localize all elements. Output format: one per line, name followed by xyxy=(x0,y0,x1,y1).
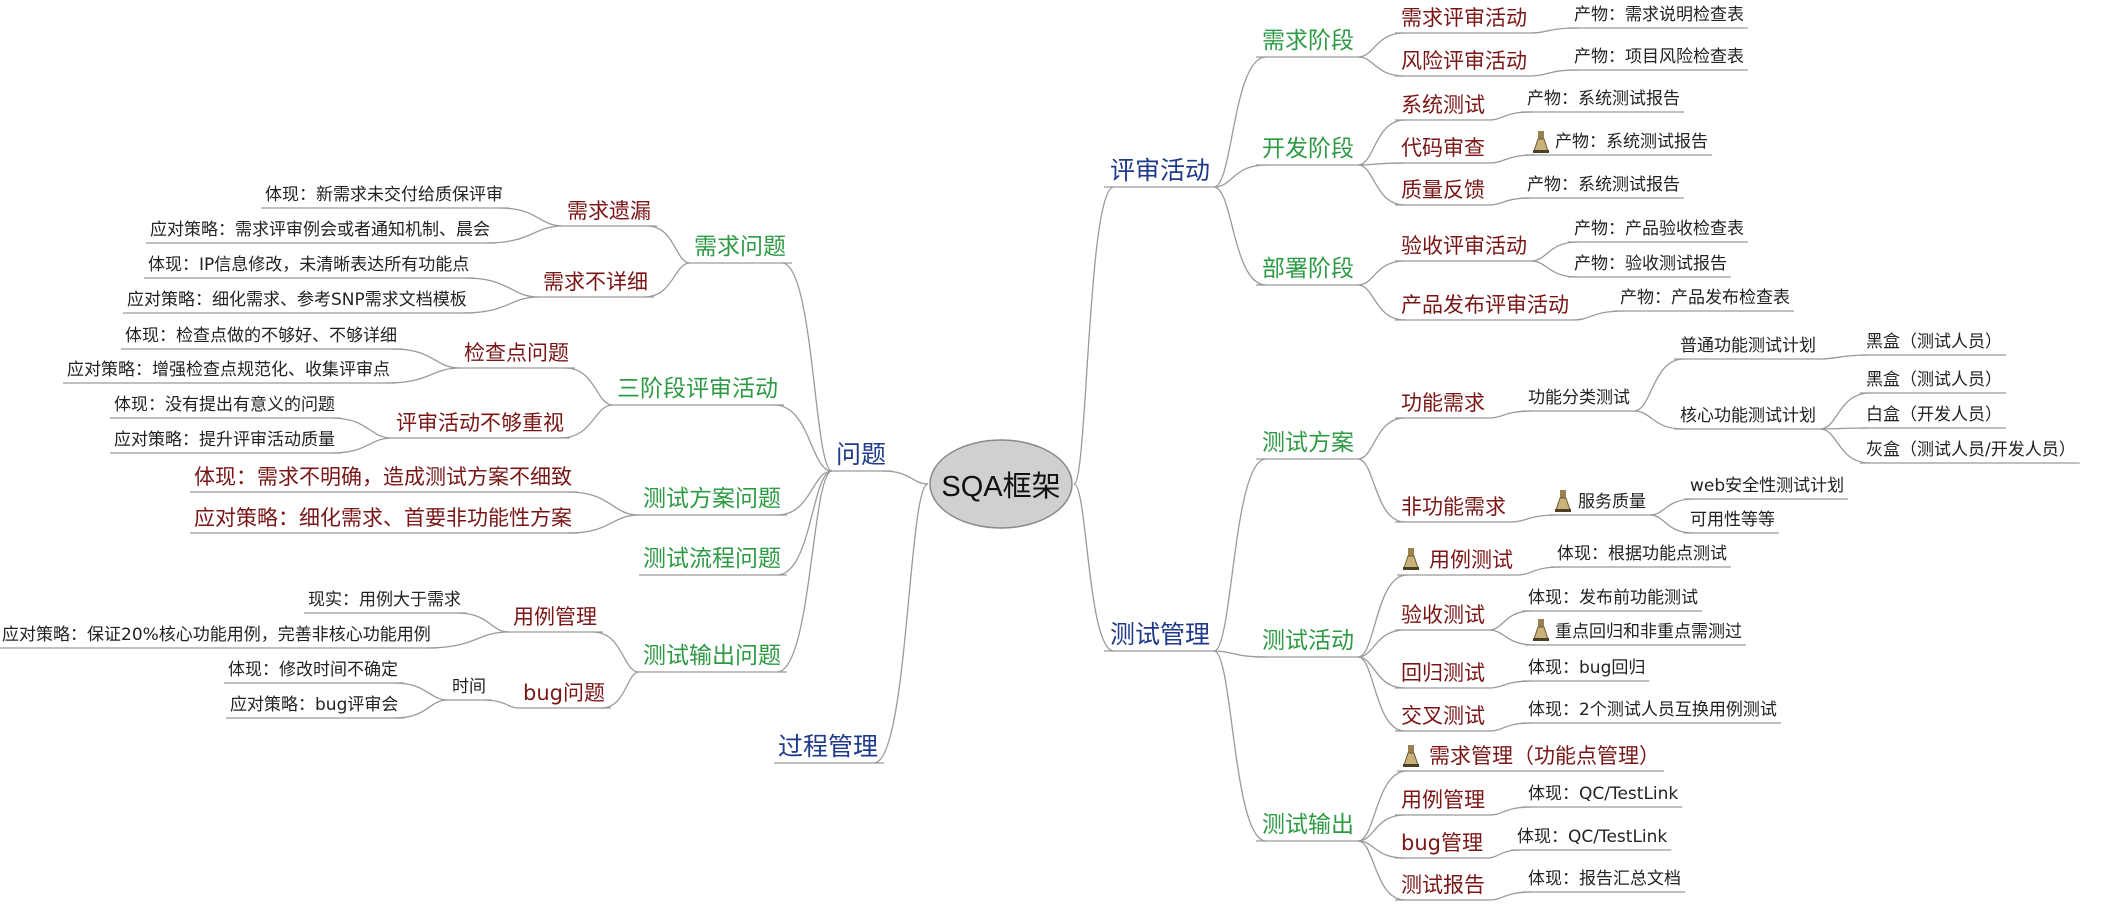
leaf-detail-b: 应对策略：细化需求、参考SNP需求文档模板 xyxy=(127,290,467,310)
node-plan-issue[interactable]: 测试方案问题 xyxy=(643,486,781,512)
node-case-mgmt[interactable]: 用例管理 xyxy=(1401,788,1485,812)
leaf-usability: 可用性等等 xyxy=(1690,510,1775,530)
node-report[interactable]: 测试报告 xyxy=(1401,873,1485,897)
node-case-mgmt-issue[interactable]: 用例管理 xyxy=(513,605,597,629)
node-detail[interactable]: 需求不详细 xyxy=(543,270,648,294)
leaf-plan-issue-b: 应对策略：细化需求、首要非功能性方案 xyxy=(194,506,572,530)
node-bug-mgmt[interactable]: bug管理 xyxy=(1401,831,1483,855)
node-accept-test[interactable]: 验收测试 xyxy=(1401,603,1485,627)
node-sys-test[interactable]: 系统测试 xyxy=(1401,93,1485,117)
root-ellipse xyxy=(929,439,1073,529)
leaf-case-b: 应对策略：保证20%核心功能用例，完善非核心功能用例 xyxy=(2,625,431,645)
leaf-quality-fb-out: 产物：系统测试报告 xyxy=(1527,175,1680,195)
node-bug-issue[interactable]: bug问题 xyxy=(523,681,605,705)
flask-icon xyxy=(1533,619,1549,641)
node-flow-issue[interactable]: 测试流程问题 xyxy=(643,546,781,572)
leaf-checkpoint-b: 应对策略：增强检查点规范化、收集评审点 xyxy=(67,360,390,380)
node-review-activity[interactable]: 评审活动 xyxy=(1110,156,1211,185)
node-test-output[interactable]: 测试输出 xyxy=(1262,812,1354,838)
leaf-omission-b: 应对策略：需求评审例会或者通知机制、晨会 xyxy=(150,220,490,240)
leaf-accept-test-out1: 体现：发布前功能测试 xyxy=(1528,588,1698,608)
node-attention[interactable]: 评审活动不够重视 xyxy=(396,411,564,435)
node-req-mgmt[interactable]: 需求管理（功能点管理） xyxy=(1429,744,1660,768)
leaf-accept-out1: 产物：产品验收检查表 xyxy=(1574,219,1744,239)
node-time[interactable]: 时间 xyxy=(452,677,486,697)
node-accept-review[interactable]: 验收评审活动 xyxy=(1401,234,1527,258)
leaf-sys-test-out: 产物：系统测试报告 xyxy=(1527,89,1680,109)
node-test-activity[interactable]: 测试活动 xyxy=(1262,628,1354,654)
leaf-risk-review-out: 产物：项目风险检查表 xyxy=(1574,47,1744,67)
node-cross-test[interactable]: 交叉测试 xyxy=(1401,704,1485,728)
flask-icon xyxy=(1403,745,1419,767)
leaf-case-test-out: 体现：根据功能点测试 xyxy=(1557,544,1727,564)
leaf-case-mgmt-out: 体现：QC/TestLink xyxy=(1528,784,1679,804)
node-review-issue[interactable]: 三阶段评审活动 xyxy=(617,376,778,402)
node-quality-fb[interactable]: 质量反馈 xyxy=(1401,178,1485,202)
node-deploy-stage[interactable]: 部署阶段 xyxy=(1262,256,1354,282)
node-nonfunc-req[interactable]: 非功能需求 xyxy=(1401,495,1506,519)
leaf-core-box3: 灰盒（测试人员/开发人员） xyxy=(1866,440,2076,460)
node-risk-review[interactable]: 风险评审活动 xyxy=(1401,49,1527,73)
node-func-req[interactable]: 功能需求 xyxy=(1401,391,1485,415)
node-req-issue[interactable]: 需求问题 xyxy=(694,234,786,260)
leaf-core-box1: 黑盒（测试人员） xyxy=(1866,370,2002,390)
leaf-code-review-out: 产物：系统测试报告 xyxy=(1555,132,1708,152)
root-label: SQA框架 xyxy=(941,471,1061,503)
node-process-mgmt[interactable]: 过程管理 xyxy=(778,732,879,761)
node-omission[interactable]: 需求遗漏 xyxy=(567,199,651,223)
leaf-accept-test-out2: 重点回归和非重点需测过 xyxy=(1555,622,1742,642)
node-normal-plan[interactable]: 普通功能测试计划 xyxy=(1680,336,1816,356)
node-issues[interactable]: 问题 xyxy=(836,440,887,469)
node-regress-test[interactable]: 回归测试 xyxy=(1401,661,1485,685)
leaf-web-sec: web安全性测试计划 xyxy=(1690,476,1845,496)
leaf-plan-issue-a: 体现：需求不明确，造成测试方案不细致 xyxy=(194,465,572,489)
leaf-core-box2: 白盒（开发人员） xyxy=(1866,405,2002,425)
node-checkpoint[interactable]: 检查点问题 xyxy=(464,341,569,365)
node-release-review[interactable]: 产品发布评审活动 xyxy=(1401,293,1569,317)
leaf-attention-a: 体现：没有提出有意义的问题 xyxy=(114,395,335,415)
leaf-req-review-out: 产物：需求说明检查表 xyxy=(1574,5,1744,25)
flask-icon xyxy=(1533,131,1549,153)
node-code-review[interactable]: 代码审查 xyxy=(1401,136,1485,160)
leaf-accept-out2: 产物：验收测试报告 xyxy=(1574,254,1727,274)
leaf-omission-a: 体现：新需求未交付给质保评审 xyxy=(265,185,503,205)
leaf-report-out: 体现：报告汇总文档 xyxy=(1528,869,1681,889)
flask-icon xyxy=(1403,548,1419,570)
root-node[interactable]: SQA框架 xyxy=(928,438,1074,530)
leaf-case-a: 现实：用例大于需求 xyxy=(308,590,461,610)
leaf-cross-test-out: 体现：2个测试人员互换用例测试 xyxy=(1528,700,1777,720)
leaf-attention-b: 应对策略：提升评审活动质量 xyxy=(114,430,335,450)
node-case-test[interactable]: 用例测试 xyxy=(1429,548,1513,572)
leaf-detail-a: 体现：IP信息修改，未清晰表达所有功能点 xyxy=(148,255,470,275)
leaf-release-out: 产物：产品发布检查表 xyxy=(1620,288,1790,308)
flask-icon xyxy=(1555,490,1571,512)
leaf-bug-mgmt-out: 体现：QC/TestLink xyxy=(1517,827,1668,847)
node-dev-stage[interactable]: 开发阶段 xyxy=(1262,136,1354,162)
node-service-quality[interactable]: 服务质量 xyxy=(1578,492,1646,512)
node-output-issue[interactable]: 测试输出问题 xyxy=(643,643,781,669)
leaf-bug-a: 体现：修改时间不确定 xyxy=(228,660,398,680)
leaf-bug-b: 应对策略：bug评审会 xyxy=(230,695,399,715)
leaf-checkpoint-a: 体现：检查点做的不够好、不够详细 xyxy=(125,326,397,346)
node-req-review[interactable]: 需求评审活动 xyxy=(1401,6,1527,30)
leaf-normal-box: 黑盒（测试人员） xyxy=(1866,332,2002,352)
node-core-plan[interactable]: 核心功能测试计划 xyxy=(1680,406,1816,426)
node-test-mgmt[interactable]: 测试管理 xyxy=(1110,620,1211,649)
leaf-regress-test-out: 体现：bug回归 xyxy=(1528,658,1646,678)
node-func-class[interactable]: 功能分类测试 xyxy=(1528,388,1630,408)
node-test-plan[interactable]: 测试方案 xyxy=(1262,430,1354,456)
node-req-stage[interactable]: 需求阶段 xyxy=(1262,28,1354,54)
